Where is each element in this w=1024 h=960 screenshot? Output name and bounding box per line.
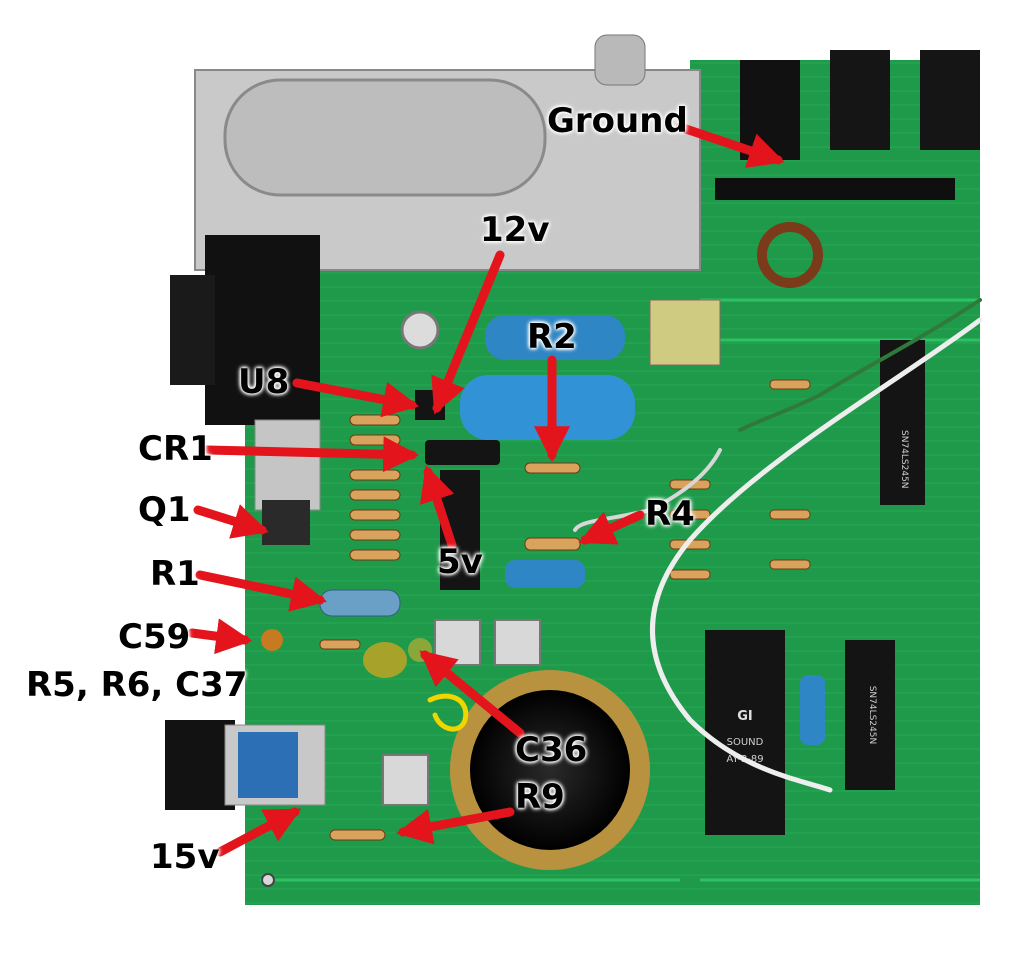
label-cr1: CR1 xyxy=(138,429,213,469)
chip-u9: SN74LS245N xyxy=(845,640,895,790)
label-q1: Q1 xyxy=(138,490,191,530)
arrow-u8 xyxy=(292,378,420,418)
label-r9: R9 xyxy=(515,777,565,817)
label-ground: Ground xyxy=(547,101,688,141)
chip-u15: SN74LS245N xyxy=(880,340,925,505)
arrow-c36 xyxy=(419,650,525,738)
power-jack xyxy=(165,720,326,810)
label-r4: R4 xyxy=(645,494,695,534)
label-5v: 5v xyxy=(437,542,483,582)
arrow-q1 xyxy=(193,504,269,539)
label-u8: U8 xyxy=(238,362,290,402)
toroid-coil xyxy=(649,222,823,366)
arrow-12v xyxy=(431,250,505,415)
arrow-ground xyxy=(675,122,785,168)
r1-resistor xyxy=(319,589,401,617)
label-r1: R1 xyxy=(150,554,200,594)
u15-marking: SN74LS245N xyxy=(899,430,909,489)
pcb-board xyxy=(245,60,980,905)
u9-marking: SN74LS245N xyxy=(867,686,877,745)
chip-u14-sound: GI SOUND AY-3-89 xyxy=(705,630,785,835)
arrow-c59 xyxy=(187,618,253,655)
top-connectors xyxy=(715,50,980,200)
trim-pots xyxy=(382,619,541,806)
arrow-5v xyxy=(419,465,457,550)
label-r5-r6-c37: R5, R6, C37 xyxy=(26,665,248,705)
gi-logo-text: GI xyxy=(737,709,753,724)
arrow-r9 xyxy=(395,807,515,845)
ceramic-caps xyxy=(261,629,432,678)
label-15v: 15v xyxy=(150,837,220,877)
arrow-r4 xyxy=(578,510,645,545)
arrow-cr1 xyxy=(202,436,420,473)
q1-regulator xyxy=(254,419,321,545)
label-c59: C59 xyxy=(118,617,191,657)
arrow-r1 xyxy=(195,570,328,612)
label-c36: C36 xyxy=(515,730,588,770)
label-12v: 12v xyxy=(480,210,550,250)
db-connector xyxy=(170,235,320,425)
annotation-arrows xyxy=(187,122,785,857)
label-r2: R2 xyxy=(527,317,577,357)
rf-shield xyxy=(194,34,701,271)
wires xyxy=(427,298,983,793)
arrow-15v xyxy=(215,807,302,857)
resistor-array xyxy=(319,379,811,841)
sound-marking: SOUND xyxy=(727,737,764,748)
